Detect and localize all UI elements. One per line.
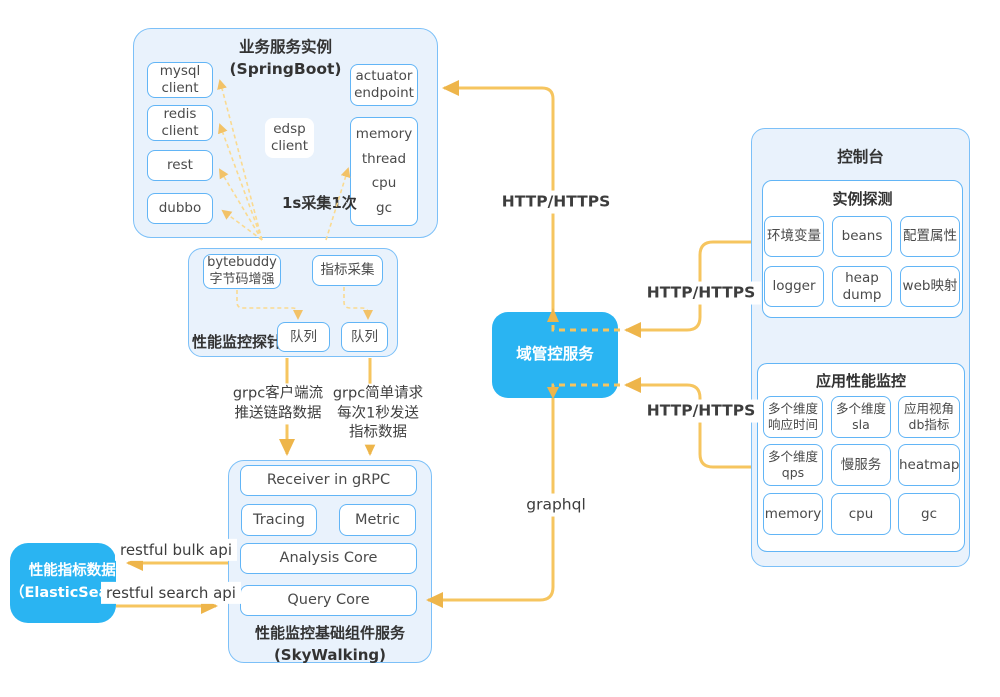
- chip-metric: Metric: [339, 504, 416, 536]
- apm-title: 应用性能监控: [815, 372, 906, 390]
- elasticsearch-box: 性能指标数据库 （ElasticSearch）: [10, 543, 149, 623]
- chip-actuator-endpoint: actuator endpoint: [350, 64, 418, 106]
- skywalking-title: 性能监控基础组件服务 (SkyWalking): [254, 624, 405, 664]
- edge-http-lower: [624, 377, 751, 469]
- chip-cpu: cpu: [831, 493, 891, 535]
- label-restful-bulk: restful bulk api: [114, 538, 238, 562]
- chip-bytebuddy: bytebuddy 字节码增强: [203, 254, 281, 289]
- chip-env-vars: 环境变量: [764, 216, 824, 257]
- label-graphql: graphql: [521, 493, 591, 517]
- chip-rest: rest: [147, 150, 213, 181]
- chip-metric-collector: 指标采集: [312, 255, 383, 286]
- label-grpc-stream: grpc客户端流 推送链路数据: [227, 383, 329, 425]
- metric-thread: thread: [361, 150, 407, 167]
- chip-gc: gc: [898, 493, 960, 535]
- probe-title: 性能监控探针: [192, 333, 283, 351]
- chip-web-mapping: web映射: [900, 266, 960, 307]
- instance-probe-title: 实例探测: [832, 190, 893, 208]
- chip-resp-time: 多个维度 响应时间: [763, 396, 823, 438]
- sample-rate-note: 1s采集1次: [282, 194, 357, 212]
- chip-sla: 多个维度 sla: [831, 396, 891, 438]
- chip-heap-dump: heap dump: [832, 266, 892, 307]
- chip-heatmap: heatmap: [898, 444, 960, 486]
- chip-queue-right: 队列: [341, 322, 388, 352]
- label-http-upper: HTTP/HTTPS: [641, 281, 761, 305]
- chip-qps: 多个维度 qps: [763, 444, 823, 486]
- label-grpc-simple: grpc简单请求 每次1秒发送 指标数据: [327, 383, 429, 445]
- chip-logger: logger: [764, 266, 824, 307]
- chip-redis-client: redis client: [147, 105, 213, 141]
- chip-edsp-client: edsp client: [265, 118, 314, 158]
- springboot-title: 业务服务实例 (SpringBoot): [229, 38, 342, 79]
- chip-receiver-grpc: Receiver in gRPC: [240, 465, 417, 496]
- label-restful-search: restful search api: [101, 581, 241, 605]
- chip-slow-service: 慢服务: [831, 444, 891, 486]
- metric-gc: gc: [376, 200, 392, 217]
- console-title: 控制台: [837, 148, 884, 166]
- domain-control-service-box: 域管控服务: [492, 312, 618, 398]
- label-http-lower: HTTP/HTTPS: [641, 399, 761, 423]
- chip-dubbo: dubbo: [147, 193, 213, 224]
- chip-mysql-client: mysql client: [147, 62, 213, 98]
- chip-queue-left: 队列: [277, 322, 330, 352]
- chip-jvm-metrics: memory thread cpu gc: [350, 117, 418, 226]
- chip-tracing: Tracing: [241, 504, 317, 536]
- metric-memory: memory: [355, 125, 413, 142]
- chip-config-props: 配置属性: [900, 216, 960, 257]
- chip-query-core: Query Core: [240, 585, 417, 616]
- metric-cpu: cpu: [371, 175, 397, 192]
- chip-analysis-core: Analysis Core: [240, 543, 417, 574]
- chip-beans: beans: [832, 216, 892, 257]
- chip-db-metrics: 应用视角 db指标: [898, 396, 960, 438]
- chip-memory: memory: [763, 493, 823, 535]
- label-http-top: HTTP/HTTPS: [496, 190, 616, 214]
